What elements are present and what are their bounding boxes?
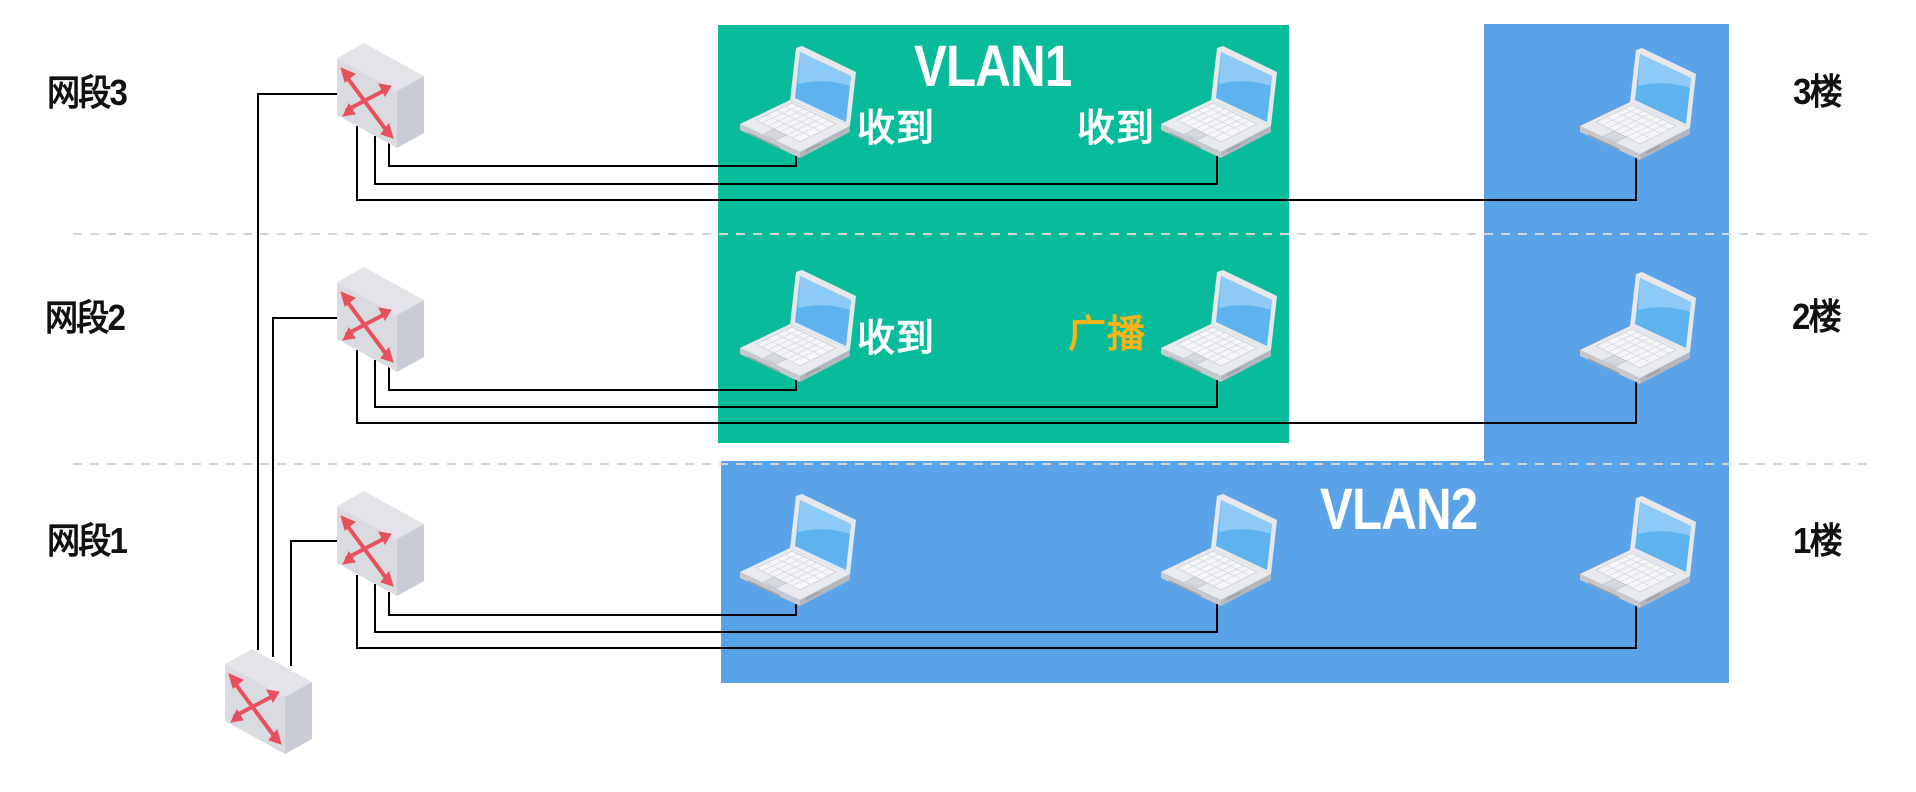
host-seg1-2[interactable] xyxy=(1161,494,1277,606)
host-seg1-3[interactable] xyxy=(1580,496,1696,608)
host-seg3-3[interactable] xyxy=(1580,48,1696,160)
laptop-icon xyxy=(1161,270,1277,382)
switch-seg1[interactable] xyxy=(337,486,425,598)
segment-label-1: 网段1 xyxy=(47,520,128,561)
switch-seg2[interactable] xyxy=(337,262,425,374)
laptop-icon xyxy=(1580,496,1696,608)
link-seg1-host2 xyxy=(374,584,1218,633)
floor-label-1: 1楼 xyxy=(1793,520,1843,561)
link-seg1-host3 xyxy=(356,575,1637,649)
status-received-seg3-host1: 收到 xyxy=(857,108,936,150)
uplink-seg1 xyxy=(290,540,337,666)
laptop-icon xyxy=(740,494,856,606)
host-seg1-1[interactable] xyxy=(740,494,856,606)
segment-label-2: 网段2 xyxy=(45,297,126,338)
laptop-icon xyxy=(1580,48,1696,160)
vlan2-label: VLAN2 xyxy=(1320,477,1478,542)
link-seg3-host3 xyxy=(356,126,1637,201)
host-seg3-1[interactable] xyxy=(740,46,856,158)
laptop-icon xyxy=(740,46,856,158)
uplink-seg3 xyxy=(257,93,337,650)
switch-icon xyxy=(337,43,424,148)
laptop-icon xyxy=(1161,494,1277,606)
link-seg3-host2 xyxy=(374,136,1218,185)
host-seg2-2[interactable] xyxy=(1161,270,1277,382)
status-received-seg2-host1: 收到 xyxy=(857,318,936,360)
switch-icon xyxy=(337,491,424,596)
laptop-icon xyxy=(740,270,856,382)
floor-label-3: 3楼 xyxy=(1793,71,1843,112)
link-seg2-host2 xyxy=(374,360,1218,408)
switch-seg3[interactable] xyxy=(337,38,425,150)
segment-label-3: 网段3 xyxy=(47,72,128,113)
link-seg1-host1 xyxy=(388,592,797,616)
switch-icon xyxy=(337,267,424,372)
floor-label-2: 2楼 xyxy=(1792,296,1842,337)
link-seg2-host1 xyxy=(388,367,797,391)
status-broadcast-seg2-host2: 广播 xyxy=(1068,314,1147,356)
uplink-seg2 xyxy=(272,317,337,657)
vlan1-label: VLAN1 xyxy=(914,34,1072,99)
laptop-icon xyxy=(1580,272,1696,384)
switch-core[interactable] xyxy=(225,644,313,756)
switch-icon xyxy=(225,649,312,754)
laptop-icon xyxy=(1161,46,1277,158)
host-seg2-1[interactable] xyxy=(740,270,856,382)
host-seg3-2[interactable] xyxy=(1161,46,1277,158)
host-seg2-3[interactable] xyxy=(1580,272,1696,384)
link-seg3-host1 xyxy=(388,142,797,167)
link-seg2-host3 xyxy=(356,350,1637,424)
status-received-seg3-host2: 收到 xyxy=(1077,108,1156,150)
